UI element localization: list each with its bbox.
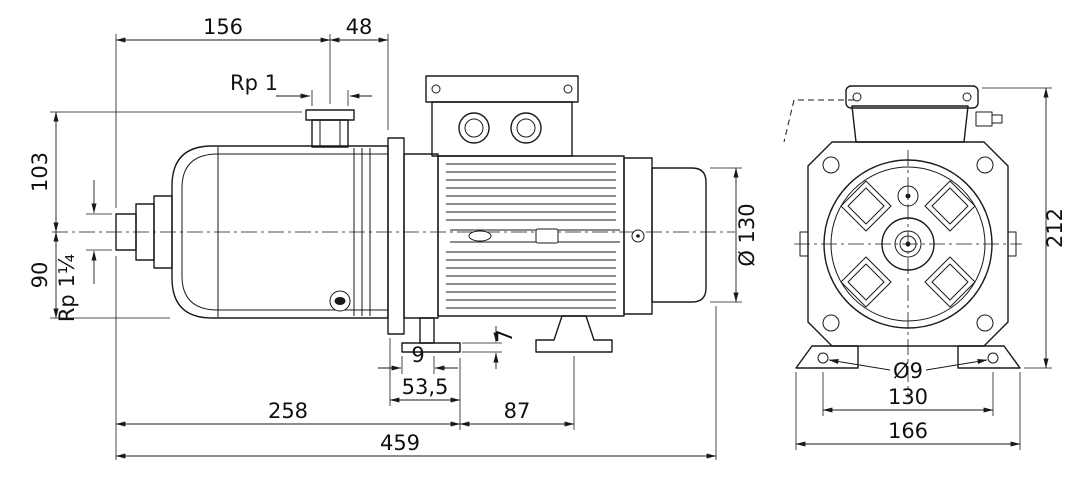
side-lug bbox=[1007, 231, 1017, 257]
dim-length-156: 156 bbox=[203, 15, 243, 39]
dim-diameter-130: Ø 130 bbox=[735, 203, 759, 266]
discharge-port bbox=[305, 109, 355, 148]
vent-grille bbox=[840, 180, 976, 308]
side-lug bbox=[799, 231, 809, 257]
dimensions-front: 212 Ø9 130 166 bbox=[795, 87, 1067, 450]
dim-diameter-9: Ø9 bbox=[893, 359, 923, 383]
terminal-box-side bbox=[425, 75, 579, 157]
corner-bolt-icon bbox=[976, 156, 994, 174]
foot-hole-icon bbox=[817, 352, 829, 364]
pump-support-bracket bbox=[401, 317, 461, 353]
fan-cover-side bbox=[623, 157, 707, 315]
lid-screw-icon bbox=[962, 92, 972, 102]
dim-length-459: 459 bbox=[380, 431, 420, 455]
dim-width-130: 130 bbox=[888, 385, 928, 409]
dim-length-258: 258 bbox=[268, 399, 308, 423]
dim-length-9: 9 bbox=[411, 343, 424, 367]
dim-length-53-5: 53,5 bbox=[402, 375, 449, 399]
thread-label-rp114: Rp 1¼ bbox=[55, 254, 79, 322]
foot-hole-icon bbox=[987, 352, 999, 364]
shaft-hub bbox=[881, 185, 935, 271]
pump-housing bbox=[171, 145, 389, 319]
flange-lantern bbox=[387, 137, 439, 335]
motor-foot bbox=[535, 315, 613, 353]
dim-width-166: 166 bbox=[888, 419, 928, 443]
dashed-alternate-outline bbox=[783, 99, 854, 143]
corner-bolt-icon bbox=[822, 314, 840, 332]
motor-body bbox=[437, 155, 625, 317]
dimensions-side: 156 48 Rp 1 103 90 Rp 1¼ Ø 130 9 7 53,5 … bbox=[28, 15, 759, 460]
motor-fins bbox=[446, 163, 616, 309]
corner-bolt-icon bbox=[976, 314, 994, 332]
terminal-box-front bbox=[783, 85, 1003, 143]
lid-screw-icon bbox=[431, 84, 441, 94]
dim-height-7: 7 bbox=[493, 329, 517, 342]
corner-bolt-icon bbox=[822, 156, 840, 174]
cable-gland-icon bbox=[458, 112, 490, 144]
dim-height-103: 103 bbox=[28, 152, 52, 192]
nameplate-detail bbox=[535, 228, 559, 244]
cable-gland-icon bbox=[975, 111, 993, 127]
dim-height-212: 212 bbox=[1043, 208, 1067, 248]
cable-gland-icon bbox=[510, 112, 542, 144]
dim-length-87: 87 bbox=[504, 399, 531, 423]
dim-height-90: 90 bbox=[28, 262, 52, 289]
mounting-feet bbox=[795, 345, 1021, 369]
side-view: 156 48 Rp 1 103 90 Rp 1¼ Ø 130 9 7 53,5 … bbox=[28, 15, 759, 460]
front-view: 212 Ø9 130 166 bbox=[783, 85, 1067, 450]
dim-length-48: 48 bbox=[346, 15, 373, 39]
thread-label-rp1: Rp 1 bbox=[230, 71, 278, 95]
tie-rod-detail bbox=[468, 230, 492, 242]
fan-shroud-face bbox=[823, 159, 993, 329]
lid-screw-icon bbox=[852, 92, 862, 102]
lid-screw-icon bbox=[563, 84, 573, 94]
